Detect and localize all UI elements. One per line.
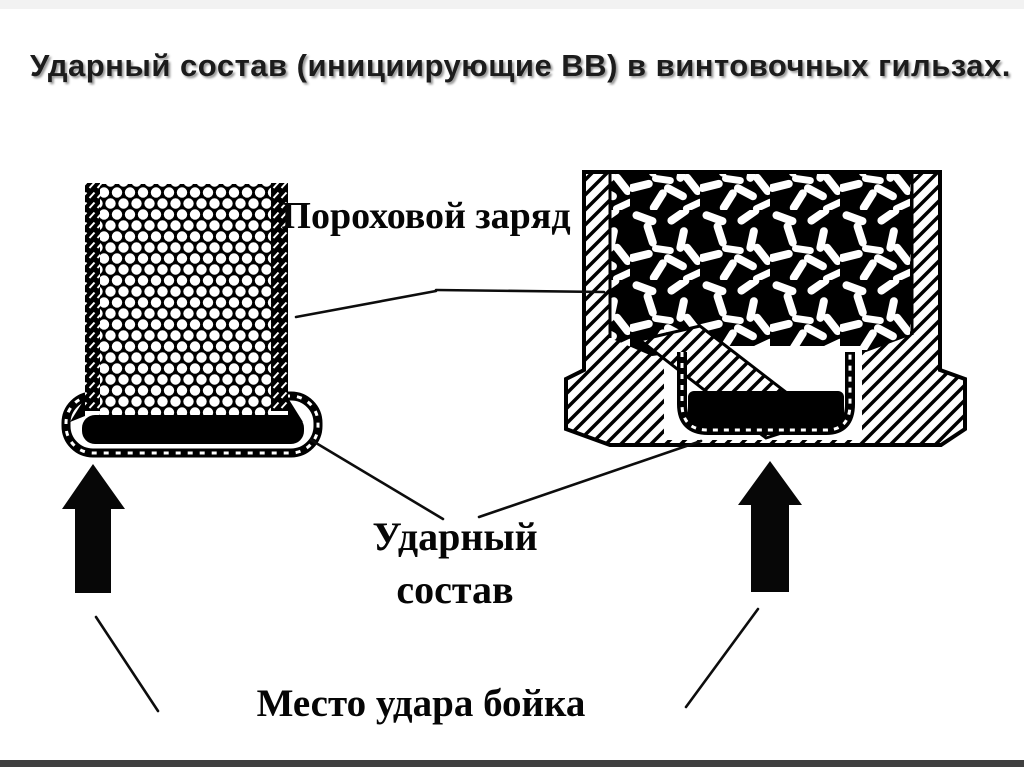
up-arrow-right-icon: [738, 461, 802, 592]
callout-powder-to-right-case: [434, 288, 606, 294]
rimfire-case-figure: [61, 183, 323, 458]
slide-title: Ударный состав (инициирующие ВВ) в винто…: [30, 48, 1011, 83]
label-percussion-composition: Ударный состав: [372, 514, 538, 613]
case-wall-left: [85, 183, 100, 411]
up-arrow-left-icon: [62, 464, 125, 593]
case-wall-right: [271, 183, 288, 411]
callout-lines: [94, 288, 760, 713]
callout-percussion-to-rim: [309, 438, 445, 521]
ball-powder-fill: [99, 184, 277, 418]
callout-percussion-to-primer: [477, 439, 703, 519]
wall-flare-left: [70, 398, 85, 422]
rod-powder-fill: [610, 174, 912, 370]
bottom-edge-bar: [0, 760, 1024, 767]
top-edge-strip: [0, 0, 1024, 9]
rim-percussion-compound: [82, 415, 304, 444]
centerfire-case-figure: [564, 170, 967, 447]
label-powder-charge: Пороховой заряд: [281, 195, 571, 237]
label-striker-impact-point: Место удара бойка: [256, 682, 586, 725]
primer-percussion-compound: [688, 391, 844, 425]
primer-cup: [677, 352, 855, 435]
callout-strike-to-left-arrow: [94, 615, 160, 713]
callout-strike-to-right-arrow: [684, 607, 760, 709]
callout-powder-to-left-case: [294, 289, 438, 319]
